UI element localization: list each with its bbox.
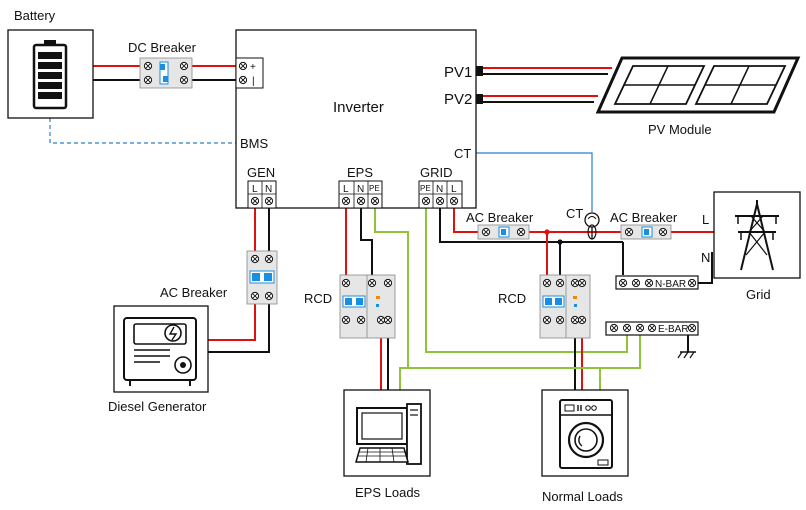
rcd-eps-label: RCD (304, 291, 332, 306)
gen-terminal-l: L (252, 184, 258, 195)
junction-dot (557, 239, 563, 245)
transmission-tower-icon (735, 200, 779, 271)
normal-loads-label: Normal Loads (542, 489, 623, 504)
normal-loads-block: Normal Loads (541, 389, 629, 504)
eps-terminal-n: N (357, 184, 364, 195)
generator-block: Diesel Generator (108, 305, 209, 414)
diesel-generator-label: Diesel Generator (108, 399, 207, 414)
e-bar-label: E-BAR (658, 324, 689, 335)
ac-breaker-grid-left-label: AC Breaker (466, 210, 534, 225)
eps-terminal-l: L (343, 184, 349, 195)
rcd-eps: RCD (304, 274, 396, 339)
eps-label: EPS (347, 165, 373, 180)
grid-terminal-l: L (451, 184, 457, 195)
dc-minus-label: | (252, 76, 255, 87)
battery-block: Battery (7, 8, 94, 119)
generator-icon (123, 317, 197, 386)
grid-terminal-n: N (436, 184, 443, 195)
ct-clamp-label: CT (566, 206, 583, 221)
pv-wiring (483, 67, 612, 103)
inverter-label: Inverter (333, 99, 384, 116)
rcd-normal-label: RCD (498, 291, 526, 306)
dc-breaker-label: DC Breaker (128, 40, 197, 55)
bms-label: BMS (240, 136, 269, 151)
eps-loads-label: EPS Loads (355, 485, 421, 500)
grid-block: Grid (713, 191, 801, 302)
ct-port-label: CT (454, 146, 471, 161)
pv-module-label: PV Module (648, 122, 712, 137)
junction-dot (544, 229, 550, 235)
grid-port-label: GRID (420, 165, 453, 180)
n-bar-label: N-BAR (655, 279, 686, 290)
pv1-label: PV1 (444, 64, 472, 81)
eps-terminal-pe: PE (369, 184, 380, 193)
ac-breaker-grid-right: AC Breaker (610, 210, 678, 240)
e-bar: E-BAR (605, 321, 699, 336)
ct-signal-cable (476, 152, 593, 212)
ground-icon (677, 351, 696, 359)
ac-breaker-grid-right-label: AC Breaker (610, 210, 678, 225)
gen-label: GEN (247, 165, 275, 180)
dc-plus-label: + (250, 62, 256, 73)
pv2-label: PV2 (444, 91, 472, 108)
computer-icon (355, 403, 422, 465)
dc-wiring (93, 65, 237, 81)
gen-wiring (208, 208, 270, 353)
gen-terminal-n: N (265, 184, 272, 195)
rcd-normal: RCD (498, 274, 591, 339)
inverter: Inverter + | BMS PV1 PV2 CT GEN L N EPS … (235, 29, 483, 209)
n-bar: N-BAR (615, 275, 699, 290)
line-n-label: N (701, 250, 710, 265)
ac-breaker-gen-label: AC Breaker (160, 285, 228, 300)
battery-label: Battery (14, 8, 56, 23)
line-l-label: L (702, 212, 709, 227)
battery-icon (32, 40, 68, 110)
grid-label: Grid (746, 287, 771, 302)
dc-breaker: DC Breaker (128, 40, 197, 89)
bms-cable (49, 118, 236, 144)
ac-breaker-grid-left: AC Breaker (466, 210, 534, 240)
grid-terminal-pe: PE (420, 184, 431, 193)
eps-loads-block: EPS Loads (343, 389, 431, 500)
ac-breaker-gen: AC Breaker (160, 250, 278, 305)
current-transformer-icon: CT (566, 206, 600, 240)
washing-machine-icon (559, 399, 613, 469)
solar-panel-icon (595, 56, 801, 114)
